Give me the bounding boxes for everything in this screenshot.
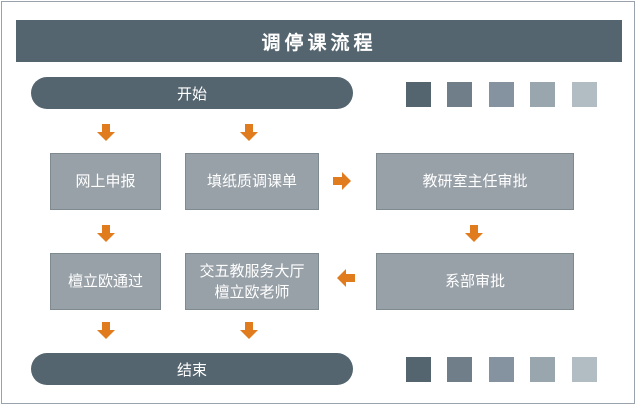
step-online-report: 网上申报 [50, 153, 161, 210]
swatch-5 [572, 82, 597, 107]
swatch-b4 [530, 357, 555, 382]
step-fill-form: 填纸质调课单 [185, 153, 319, 210]
swatch-1 [406, 82, 431, 107]
step-submit-service: 交五教服务大厅 檀立欧老师 [185, 253, 319, 310]
swatch-2 [447, 82, 472, 107]
swatch-4 [530, 82, 555, 107]
swatch-b5 [572, 357, 597, 382]
swatch-3 [489, 82, 514, 107]
step-through-person: 檀立欧通过 [50, 253, 161, 310]
submit-service-line2: 檀立欧老师 [214, 282, 290, 301]
start-node: 开始 [31, 77, 353, 109]
end-node: 结束 [31, 353, 353, 385]
step-dept-approve: 系部审批 [376, 253, 574, 310]
step-director-approve: 教研室主任审批 [376, 153, 574, 210]
swatch-b3 [489, 357, 514, 382]
submit-service-line1: 交五教服务大厅 [199, 261, 305, 280]
diagram-title: 调停课流程 [16, 20, 622, 62]
swatch-b2 [447, 357, 472, 382]
swatch-b1 [406, 357, 431, 382]
